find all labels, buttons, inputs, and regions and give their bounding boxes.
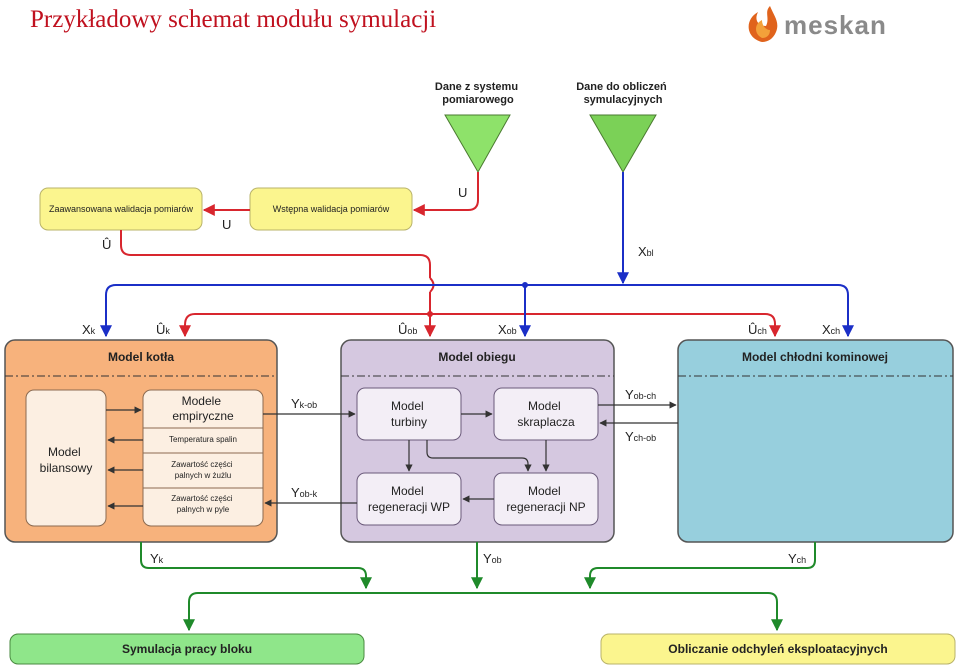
xbl-signal-label: Xbl: [638, 244, 654, 259]
measurement-source-triangle: [444, 114, 511, 174]
xch-label: Xch: [822, 322, 840, 337]
pyl-label: Zawartość części palnych w pyle: [171, 494, 235, 514]
u-signal-label-mid: U: [222, 217, 231, 232]
model-regeneracji-wp-box: [356, 472, 462, 526]
calculation-source-triangle: [589, 114, 657, 173]
ychob-label: Ych-ob: [625, 429, 656, 444]
red-junction-dot: [427, 311, 433, 317]
yob-label: Yob: [483, 551, 502, 566]
simulation-output-box: [9, 633, 365, 665]
advanced-validation-label: Zaawansowana walidacja pomiarów: [49, 204, 194, 214]
model-skraplacza-box: [493, 387, 599, 441]
initial-validation-label: Wstępna walidacja pomiarów: [273, 204, 390, 214]
model-turbiny-box: [356, 387, 462, 441]
ykob-label: Yk-ob: [291, 396, 317, 411]
x-blue-bus: [105, 284, 854, 338]
yobk-label: Yob-k: [291, 485, 318, 500]
u-hat-signal-line: [120, 230, 431, 278]
model-kotla-title: Model kotła: [108, 350, 174, 364]
uob-label: Ûob: [398, 322, 417, 337]
xk-label: Xk: [82, 322, 96, 337]
model-chlodni-box: [677, 339, 954, 543]
model-skraplacza-label: Model skraplacza: [517, 399, 575, 429]
temperatura-spalin-label: Temperatura spalin: [169, 435, 237, 444]
uk-label: Ûk: [156, 322, 170, 337]
model-turbiny-label: Model turbiny: [391, 399, 427, 429]
model-regeneracji-np-box: [493, 472, 599, 526]
model-chlodni-title: Model chłodni kominowej: [742, 350, 888, 364]
yk-label: Yk: [150, 551, 164, 566]
u-hat-signal-label: Û: [102, 237, 111, 252]
calculation-source-label: Dane do obliczeń symulacyjnych: [576, 81, 670, 106]
yobch-label: Yob-ch: [625, 387, 656, 402]
zuzel-label: Zawartość części palnych w żużlu: [171, 460, 235, 480]
logo: meskan: [748, 6, 887, 42]
simulation-output-label: Symulacja pracy bloku: [122, 642, 252, 656]
model-obiegu-title: Model obiegu: [438, 350, 515, 364]
xob-label: Xob: [498, 322, 517, 337]
green-output-bus: [188, 592, 783, 632]
page-title: Przykładowy schemat modułu symulacji: [30, 6, 437, 33]
model-regeneracji-np-label: Model regeneracji NP: [506, 484, 585, 514]
u-signal-line: [412, 172, 479, 216]
ych-output-line: [584, 542, 816, 590]
deviation-output-label: Obliczanie odchyleń eksploatacyjnych: [668, 642, 887, 656]
model-bilansowy-label: Model bilansowy: [40, 445, 93, 475]
u-hat-red-bus: [184, 313, 776, 334]
logo-text: meskan: [784, 10, 887, 40]
ych-label: Ych: [788, 551, 806, 566]
uch-label: Ûch: [748, 322, 767, 337]
model-regeneracji-wp-label: Model regeneracji WP: [368, 484, 450, 514]
yk-output-line: [140, 542, 372, 590]
modele-empiryczne-label: Modele empiryczne: [172, 394, 234, 423]
u-signal-label-top: U: [458, 185, 467, 200]
blue-junction-dot: [522, 282, 528, 288]
model-bilansowy-box: [25, 389, 107, 527]
deviation-output-box: [600, 633, 956, 665]
measurement-source-label: Dane z systemu pomiarowego: [435, 81, 521, 106]
modele-empiryczne-box: [142, 389, 264, 527]
turbiny-to-np-arrow: [426, 440, 532, 472]
flame-swirl-icon: [748, 6, 778, 42]
